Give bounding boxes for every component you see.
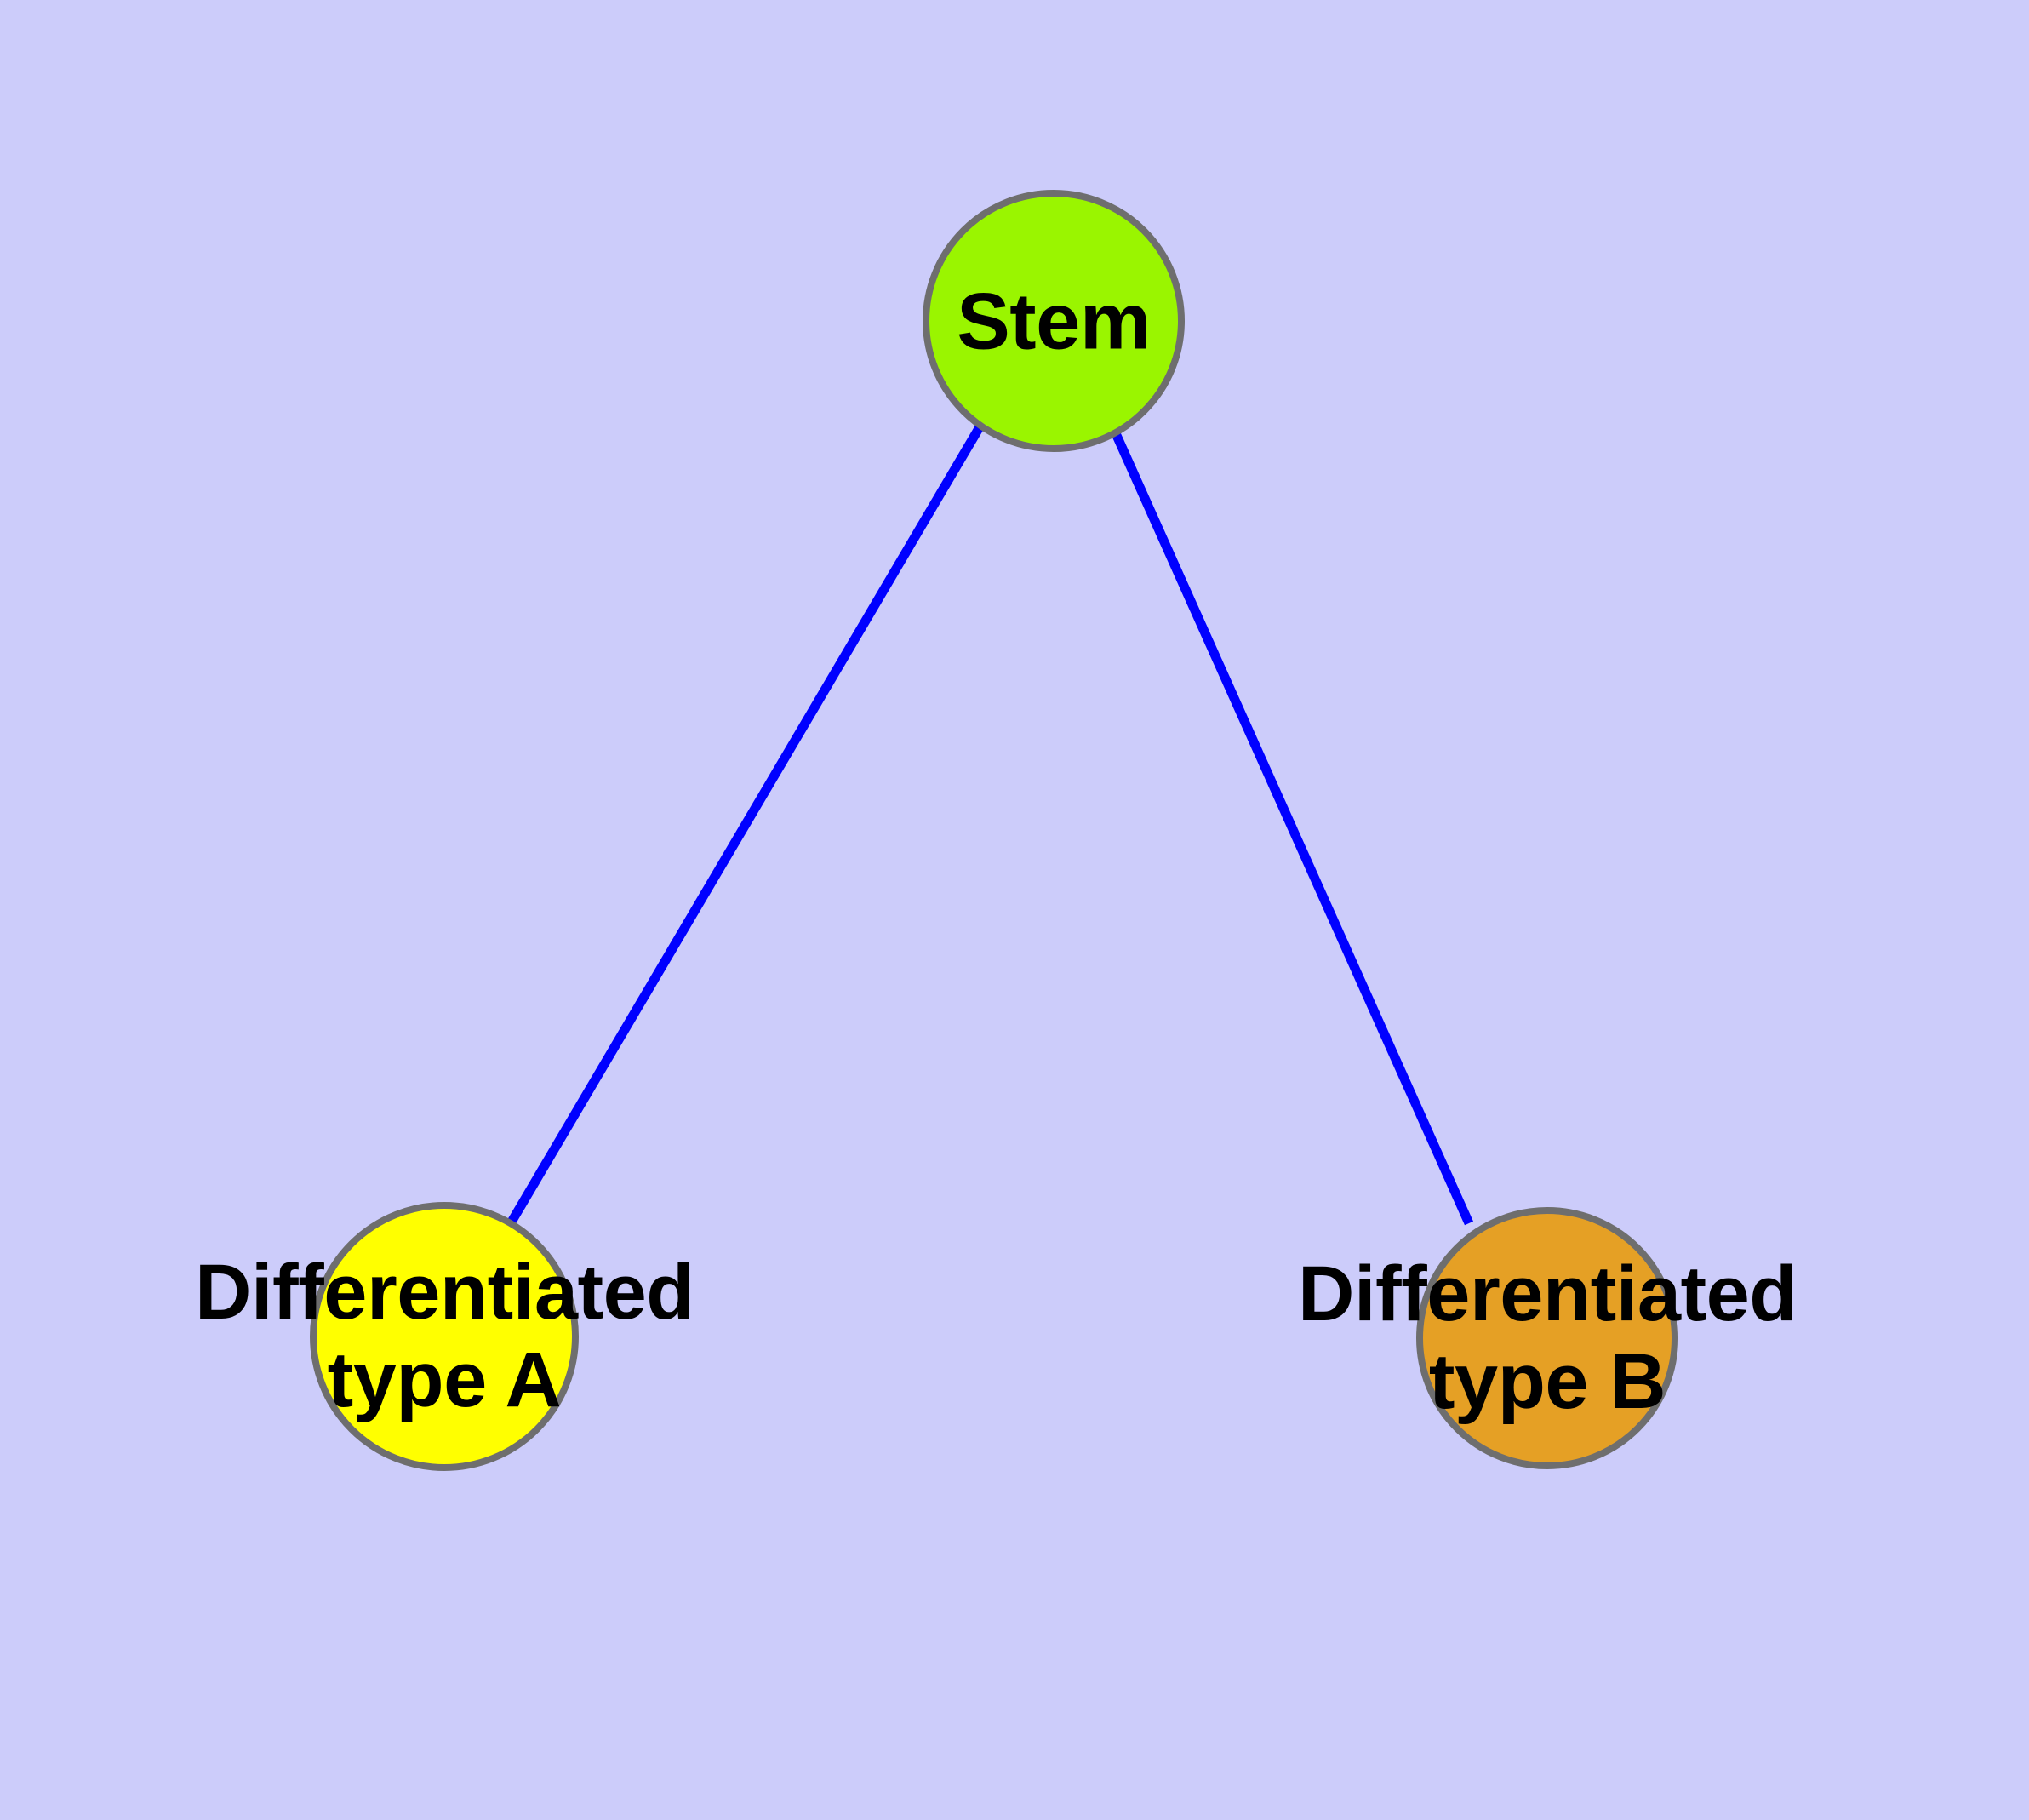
edge-layer: [506, 423, 1474, 1226]
node-diff-b-circle[interactable]: [1416, 1207, 1678, 1469]
node-layer: [310, 190, 1678, 1471]
node-diff-a-circle[interactable]: [310, 1202, 579, 1471]
edge-stem-to-diff-b[interactable]: [1110, 429, 1474, 1226]
edge-stem-to-diff-a[interactable]: [506, 423, 985, 1226]
node-stem-circle[interactable]: [923, 190, 1185, 452]
